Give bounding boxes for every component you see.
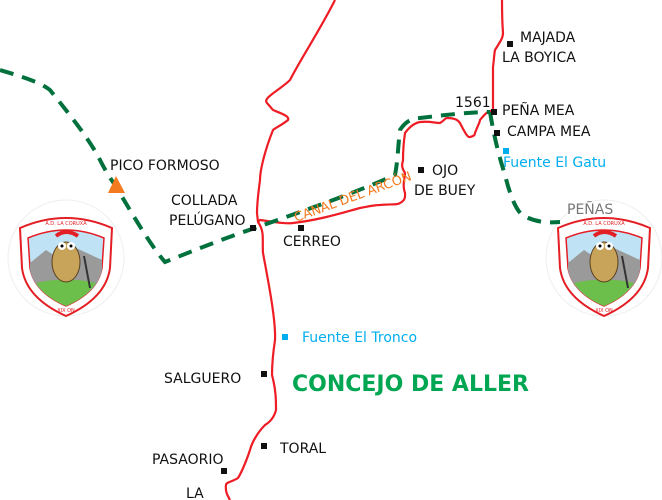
club-logo-right: A.D. LA CORUXA XIX ON: [544, 198, 662, 318]
place-markers: [221, 41, 513, 474]
label-pico-formoso: PICO FORMOSO: [110, 158, 220, 174]
spring-marker-tronco: [282, 334, 288, 340]
logo-bottom-text: XIX ON: [57, 308, 75, 314]
peak-icon: [108, 176, 125, 193]
label-fuente-tronco: Fuente El Tronco: [302, 330, 417, 346]
logo-top-text: A.D. LA CORUXA: [583, 221, 625, 227]
label-salguero: SALGUERO: [164, 371, 241, 387]
label-pelugano: PELÚGANO: [169, 211, 246, 229]
label-ojo: OJO: [432, 163, 458, 179]
logo-bottom-text: XIX ON: [595, 308, 613, 314]
trail-route: [0, 68, 491, 265]
label-altitude: 1561: [455, 95, 491, 111]
road-main: [224, 0, 336, 500]
label-fuente-gatu: Fuente El Gatu: [503, 155, 606, 171]
marker-majada: [507, 41, 513, 47]
label-cerreo: CERREO: [283, 234, 341, 250]
trail-route-east: [488, 111, 561, 225]
marker-campa-mea: [494, 130, 500, 136]
club-logo-left: A.D. LA CORUXA XIX ON: [6, 198, 126, 318]
marker-collada: [250, 225, 256, 231]
marker-cerreo: [298, 225, 304, 231]
label-majada: MAJADA: [520, 30, 576, 46]
label-toral: TORAL: [279, 441, 326, 457]
label-penas: PEÑAS: [567, 201, 613, 218]
marker-salguero: [261, 371, 267, 377]
road-branch: [257, 0, 505, 225]
label-pena-mea: PEÑA MEA: [502, 102, 575, 119]
logo-top-text: A.D. LA CORUXA: [45, 221, 87, 227]
region-label: CONCEJO DE ALLER: [292, 372, 529, 397]
label-canal-del-arcon: CANAL DEL ARCÓN: [292, 168, 414, 225]
marker-ojo-de-buey: [418, 167, 424, 173]
label-de-buey: DE BUEY: [414, 183, 476, 199]
label-campa-mea: CAMPA MEA: [507, 124, 591, 140]
marker-pasaorio: [221, 468, 227, 474]
spring-marker-gatu: [503, 148, 509, 154]
label-pasaorio: PASAORIO: [152, 452, 224, 468]
label-la-boyica: LA BOYICA: [502, 50, 576, 66]
label-collada: COLLADA: [171, 193, 238, 209]
label-la: LA: [186, 486, 204, 500]
marker-pena-mea: [491, 109, 497, 115]
marker-toral: [261, 443, 267, 449]
